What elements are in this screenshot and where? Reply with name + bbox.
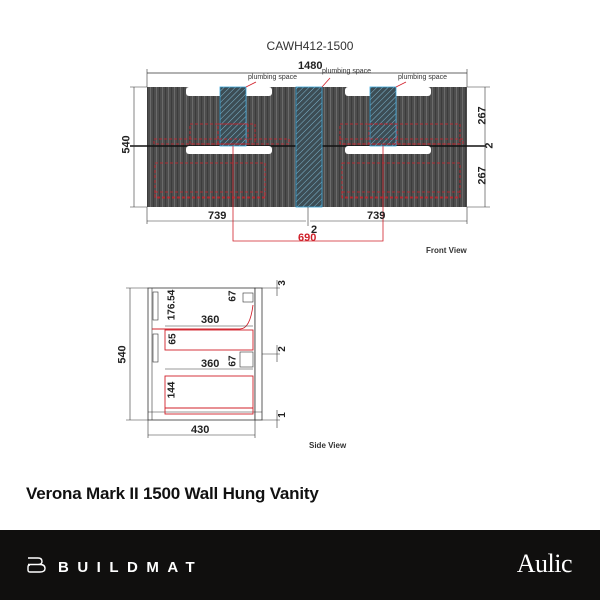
drawing-lines <box>126 69 490 438</box>
side-depth-dim: 430 <box>191 424 210 436</box>
buildmat-wordmark: BUILDMAT <box>58 559 204 576</box>
left-width-dim: 739 <box>208 210 227 222</box>
footer-bar <box>0 530 600 600</box>
side-height-dim: 540 <box>116 345 129 364</box>
middle-gap-side-dim: 2 <box>276 346 288 352</box>
plumbing-label-center: plumbing space <box>322 68 372 75</box>
drawer-front-gap-dim: 65 <box>167 333 179 345</box>
bottom-drawer-depth-dim: 360 <box>201 358 220 370</box>
bottom-internal-height-dim: 144 <box>166 381 178 399</box>
waste-spacing-dim: 690 <box>298 232 317 244</box>
right-width-dim: 739 <box>367 210 386 222</box>
buildmat-b-icon <box>26 556 48 579</box>
plumbing-label-right: plumbing space <box>398 74 448 81</box>
handle-recess-top-dim: 67 <box>227 290 239 302</box>
handle-recess-bottom-dim: 67 <box>227 355 239 367</box>
front-height-dim: 540 <box>120 135 133 154</box>
buildmat-logo[interactable]: BUILDMAT <box>26 556 203 579</box>
technical-drawing: CAWH412-1500 1480 plumbing space plumbin… <box>116 39 496 450</box>
top-drawer-depth-dim: 360 <box>201 314 220 326</box>
top-drawer-height-dim: 267 <box>476 106 489 125</box>
bottom-gap-dim: 1 <box>276 412 288 418</box>
bottom-drawer-height-dim: 267 <box>476 166 489 185</box>
front-view-label: Front View <box>426 246 467 255</box>
top-internal-height-dim: 176.54 <box>166 289 178 321</box>
aulic-logo[interactable]: Aulic <box>516 549 573 578</box>
center-gap-dim: 2 <box>311 224 318 236</box>
side-view-label: Side View <box>309 441 347 450</box>
overall-width-dim: 1480 <box>298 60 323 72</box>
top-gap-dim: 3 <box>276 280 288 286</box>
middle-gap-dim: 2 <box>483 142 496 149</box>
plumbing-label-left: plumbing space <box>248 74 298 81</box>
model-code: CAWH412-1500 <box>266 39 354 53</box>
product-title: Verona Mark II 1500 Wall Hung Vanity <box>26 484 319 503</box>
